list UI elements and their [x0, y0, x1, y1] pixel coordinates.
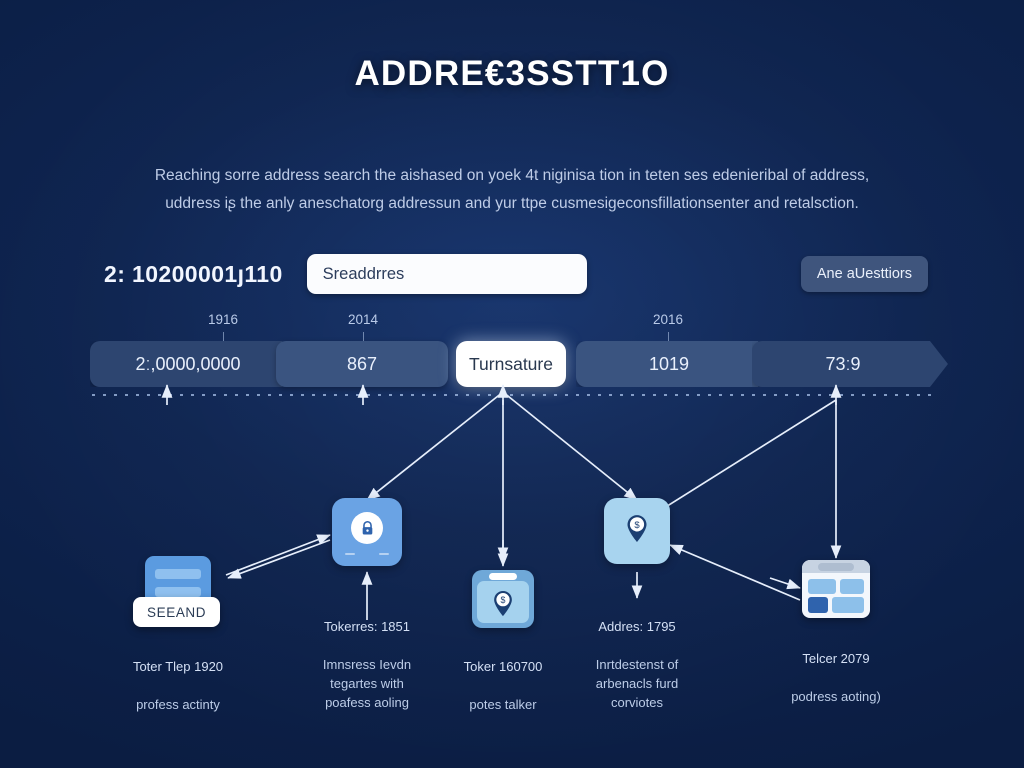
svg-text:$: $ [634, 520, 640, 531]
node-3-caption: Toker 160700 potes talker [423, 638, 583, 714]
node-4-caption-body: Inrtdestenst of arbenacls furd corviotes [595, 657, 679, 710]
node-5-caption-head: Telcer 2079 [802, 651, 870, 666]
timeline-year-2016: 2016 [652, 312, 684, 327]
timeline-track: 2ː,0000,0000 867 Turnsature 1019 73ː9 [90, 341, 934, 387]
lock-tile[interactable] [332, 498, 402, 566]
node-2-caption-head: Tokerres: 1851 [324, 619, 410, 634]
subtitle-line-1: Reaching sorre address search the aishas… [154, 167, 870, 184]
dollar-pin-tile[interactable]: $ [604, 498, 670, 564]
dollar-pin-icon: $ [623, 513, 651, 543]
lock-icon [351, 512, 383, 544]
node-1-caption-head: Toter Tlep 1920 [132, 659, 224, 674]
node-1-caption-body: profess actinty [136, 697, 220, 712]
page-subtitle: Reaching sorre address search the aishas… [112, 162, 912, 218]
timeline-year-2014: 2014 [347, 312, 379, 327]
timeline-chip-4[interactable]: 1019 [576, 341, 776, 387]
timeline-year-axis: 1916 2014 2016 [90, 312, 934, 342]
node-1-caption: Toter Tlep 1920 profess actinty [98, 638, 258, 714]
node-5-caption: Telcer 2079 podress aoting) [756, 630, 916, 706]
search-row: 2: 10200001ȷ110 Sreaddrres Ane aUesttior… [104, 252, 928, 296]
timeline-chip-5[interactable]: 73ː9 [752, 341, 948, 387]
node-2-caption: Tokerres: 1851 Imnsress Ievdn tegartes w… [287, 598, 447, 712]
node-3-caption-head: Toker 160700 [463, 659, 543, 674]
node-5-caption-body: podress aoting) [791, 689, 881, 704]
money-pin-card-icon: $ [472, 570, 534, 628]
search-input[interactable]: Sreaddrres [306, 254, 587, 294]
subtitle-line-2: uddress iʂ the anly aneschatorg addressu… [165, 195, 859, 212]
browser-window-icon [802, 560, 870, 618]
svg-text:$: $ [501, 595, 506, 605]
node-4-caption: Addres: 1795 Inrtdestenst of arbenacls f… [557, 598, 717, 712]
node-4-caption-head: Addres: 1795 [598, 619, 676, 634]
timeline-chip-2[interactable]: 867 [276, 341, 448, 387]
timeline-dotted-baseline [92, 394, 934, 396]
timeline-chip-3-active[interactable]: Turnsature [456, 341, 566, 387]
node-3-caption-body: potes talker [469, 697, 537, 712]
node-2-caption-body: Imnsress Ievdn tegartes with poafess aol… [322, 657, 412, 710]
timeline-year-1916: 1916 [207, 312, 239, 327]
timeline-chip-1[interactable]: 2ː,0000,0000 [90, 341, 300, 387]
address-id-label: 2: 10200001ȷ110 [104, 260, 283, 287]
page-title: ADDRE€3SSTT1O [354, 54, 670, 93]
node-1-badge[interactable]: SEEAND [133, 597, 221, 627]
questions-button[interactable]: Ane aUesttiors [800, 256, 928, 292]
dollar-pin-glyph: $ [490, 590, 516, 617]
